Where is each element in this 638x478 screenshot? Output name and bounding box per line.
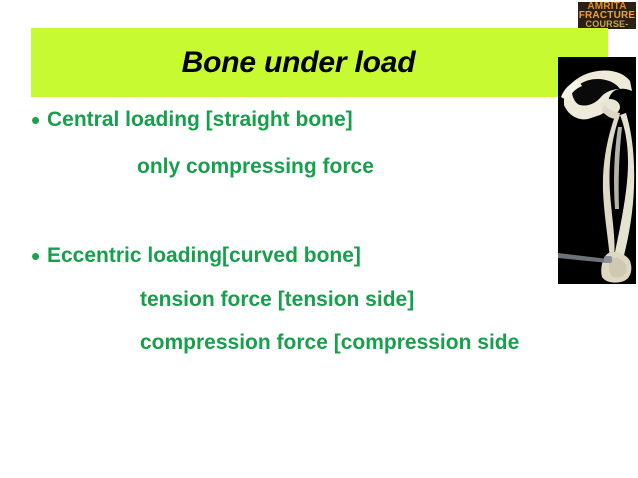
slide-body: • Central loading [straight bone] only c… bbox=[0, 104, 560, 359]
bullet-marker-icon: • bbox=[31, 105, 41, 135]
logo-line-amrita: AMRITA bbox=[587, 2, 627, 12]
amrita-fracture-course-logo: AMRITA FRACTURE COURSE-2017 bbox=[578, 2, 636, 29]
subline-tension-force: tension force [tension side] bbox=[140, 288, 415, 311]
subline-only-compressing-force: only compressing force bbox=[137, 155, 374, 178]
bullet-group-spacer bbox=[0, 183, 560, 240]
bullet-heading-central-loading: Central loading [straight bone] bbox=[47, 108, 353, 131]
list-item: • Central loading [straight bone] bbox=[0, 104, 560, 136]
bullet-marker-icon: • bbox=[31, 241, 41, 271]
bullet-heading-eccentric-loading: Eccentric loading[curved bone] bbox=[47, 244, 361, 267]
list-item: • Eccentric loading[curved bone] bbox=[0, 240, 560, 272]
subline-compression-force: compression force [compression side bbox=[140, 331, 520, 354]
bone-illustration bbox=[558, 57, 636, 284]
page-title: Bone under load bbox=[181, 45, 416, 79]
title-banner: Bone under load bbox=[31, 28, 608, 97]
logo-line-fracture: FRACTURE bbox=[578, 10, 636, 21]
bone-specimen-photo bbox=[558, 57, 636, 284]
